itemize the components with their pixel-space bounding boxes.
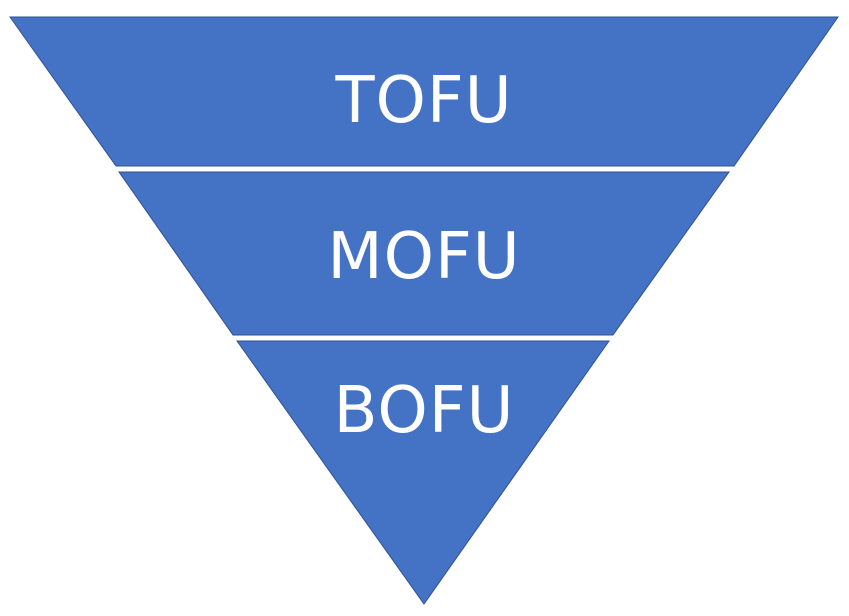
funnel-stage-top-shape: [9, 16, 839, 167]
funnel-stage-middle-label: MOFU: [327, 220, 520, 294]
funnel-stage-middle-shape: [118, 171, 730, 336]
funnel-stage-bottom-label: BOFU: [334, 374, 515, 448]
funnel-stage-bottom-shape: [236, 340, 610, 605]
funnel-stage-top-label: TOFU: [334, 64, 512, 138]
